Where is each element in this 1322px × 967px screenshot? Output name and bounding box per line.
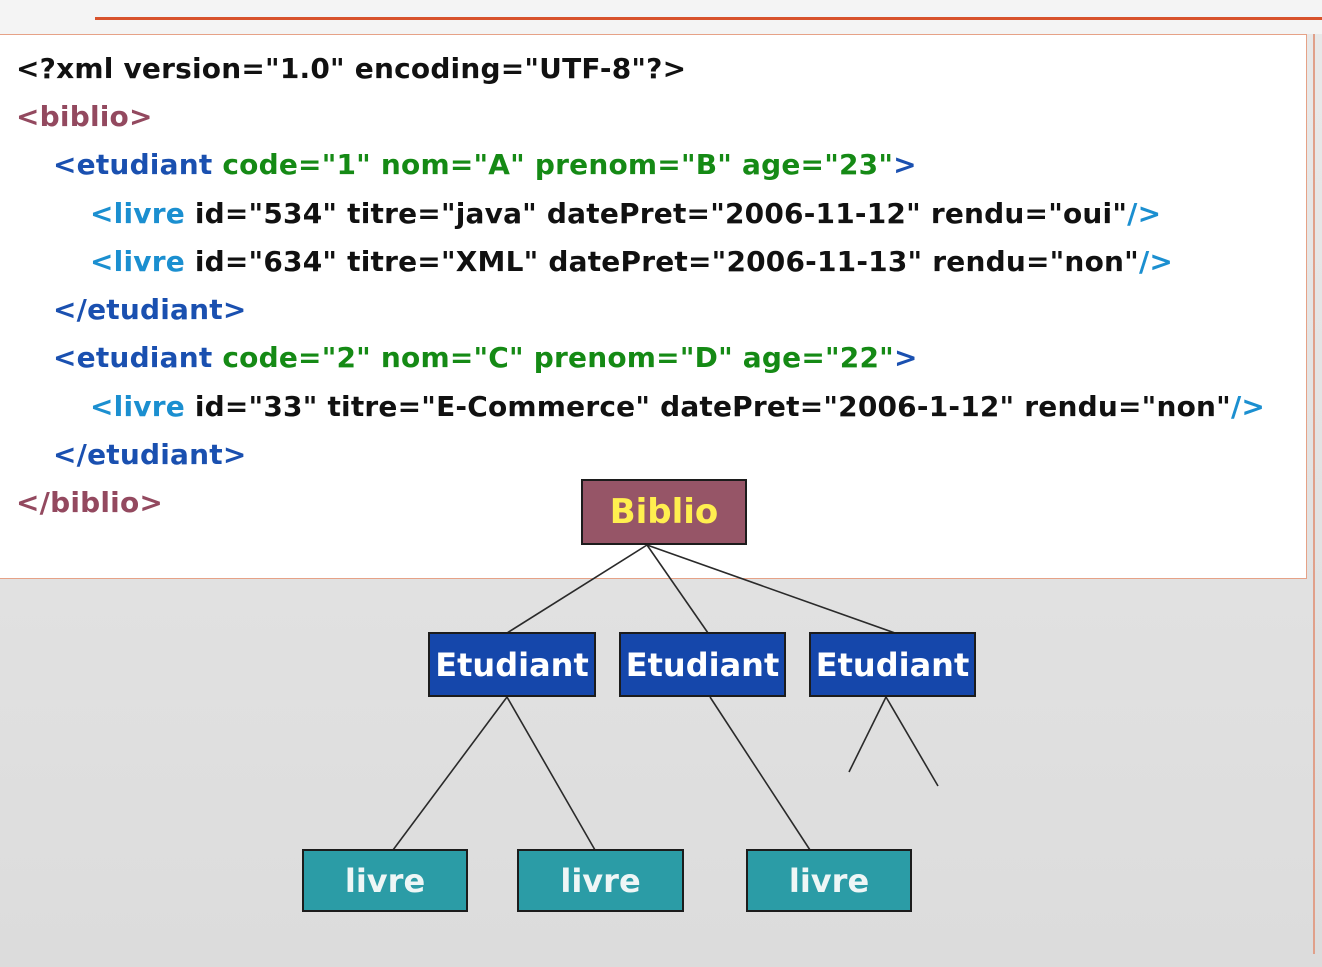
- edge-biblio-etudiant-3: [646, 544, 896, 634]
- xml-token: id="33" titre="E-Commerce" datePret="200…: [194, 390, 1231, 423]
- livre-33-line: <livre id="33" titre="E-Commerce" datePr…: [90, 390, 1265, 424]
- xml-token: </biblio>: [16, 486, 164, 519]
- xml-token: <livre: [90, 390, 195, 423]
- edge-biblio-etudiant-1: [506, 544, 648, 634]
- xml-token: <biblio>: [16, 100, 153, 133]
- xml-token: code="2" nom="C" prenom="D" age="22": [222, 341, 894, 374]
- etudiant-1-open-tag-line: <etudiant code="1" nom="A" prenom="B" ag…: [53, 148, 917, 182]
- edge-etudiant1-livre1: [392, 696, 508, 851]
- edge-etudiant2-livre3: [709, 696, 811, 851]
- etudiant-1-close-tag-line: </etudiant>: [53, 293, 247, 327]
- livre-634-line: <livre id="634" titre="XML" datePret="20…: [90, 245, 1173, 279]
- xml-token: <livre: [90, 197, 195, 230]
- tree-node-livre-1: livre: [302, 849, 468, 912]
- tree-node-biblio: Biblio: [581, 479, 747, 545]
- edge-etudiant3-stub-right: [885, 696, 939, 787]
- xml-token: />: [1127, 197, 1162, 230]
- slide-right-edge: [1313, 34, 1315, 954]
- tree-node-etudiant-1: Etudiant: [428, 632, 596, 697]
- edge-biblio-etudiant-2: [646, 544, 709, 634]
- xml-token: id="634" titre="XML" datePret="2006-11-1…: [194, 245, 1139, 278]
- xml-token: >: [893, 341, 918, 374]
- livre-534-line: <livre id="534" titre="java" datePret="2…: [90, 197, 1161, 231]
- xml-token: code="1" nom="A" prenom="B" age="23": [222, 148, 894, 181]
- xml-token: />: [1138, 245, 1174, 278]
- biblio-close-tag-line: </biblio>: [16, 486, 163, 520]
- xml-token: <livre: [90, 245, 195, 278]
- tree-node-etudiant-3: Etudiant: [809, 632, 976, 697]
- title-accent-rule: [95, 17, 1322, 20]
- xml-token: <etudiant: [53, 341, 223, 374]
- edge-etudiant3-stub-left: [848, 696, 887, 773]
- xml-token: id="534" titre="java" datePret="2006-11-…: [194, 197, 1128, 230]
- xml-token: >: [893, 148, 917, 181]
- biblio-open-tag-line: <biblio>: [16, 100, 153, 134]
- tree-node-etudiant-2: Etudiant: [619, 632, 786, 697]
- tree-node-livre-3: livre: [746, 849, 912, 912]
- xml-token: <etudiant: [53, 148, 223, 181]
- xml-token: <?xml version="1.0" encoding="UTF-8"?>: [16, 52, 687, 85]
- xml-token: </etudiant>: [53, 293, 247, 326]
- etudiant-2-close-tag-line: </etudiant>: [53, 438, 247, 472]
- xml-token: />: [1230, 390, 1266, 423]
- xml-declaration-line: <?xml version="1.0" encoding="UTF-8"?>: [16, 52, 686, 86]
- tree-node-livre-2: livre: [517, 849, 684, 912]
- xml-token: </etudiant>: [53, 438, 247, 471]
- edge-etudiant1-livre2: [506, 696, 596, 851]
- etudiant-2-open-tag-line: <etudiant code="2" nom="C" prenom="D" ag…: [53, 341, 918, 375]
